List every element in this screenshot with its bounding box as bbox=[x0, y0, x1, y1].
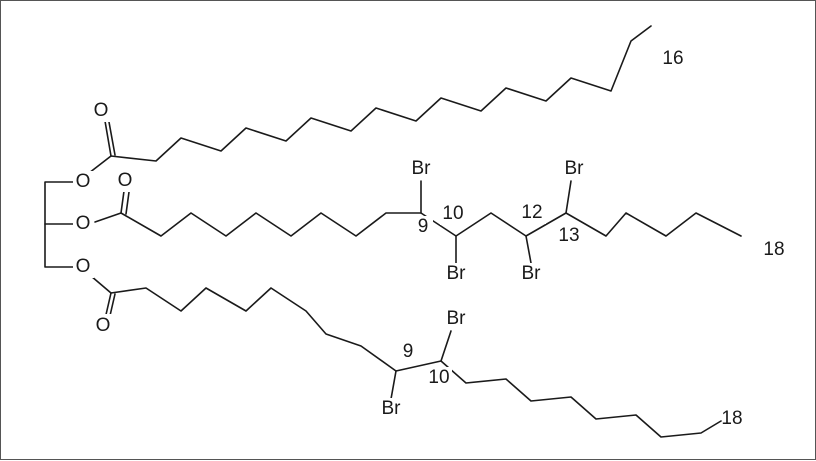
mid-c12-br-bond bbox=[525, 235, 532, 264]
top-ester-group bbox=[88, 120, 116, 174]
bromine-mid-c13: Br bbox=[565, 158, 585, 179]
ester-oxygen-middle: O bbox=[76, 213, 91, 234]
bottom-acyl-chain bbox=[110, 287, 722, 438]
position-13-middle: 13 bbox=[558, 225, 579, 246]
ester-oxygen-top: O bbox=[76, 171, 91, 192]
chain-length-middle: 18 bbox=[763, 239, 784, 260]
chain-length-bottom: 18 bbox=[721, 408, 742, 429]
label-masks bbox=[73, 99, 592, 420]
position-10-middle: 10 bbox=[442, 203, 463, 224]
ester-oxygen-bottom: O bbox=[76, 256, 91, 277]
middle-ester-group bbox=[94, 190, 130, 223]
carbonyl-oxygen-top: O bbox=[94, 100, 109, 121]
carbonyl-oxygen-bottom: O bbox=[96, 315, 111, 336]
bottom-ester-group bbox=[90, 275, 116, 321]
top-acyl-chain bbox=[110, 25, 652, 162]
bromine-mid-c9: Br bbox=[412, 158, 432, 179]
bottom-c10-br-bond bbox=[440, 330, 452, 362]
bromine-bottom-c9: Br bbox=[382, 398, 402, 419]
bromine-bottom-c10: Br bbox=[447, 308, 467, 329]
mid-c13-br-bond bbox=[565, 180, 572, 214]
glycerol-backbone bbox=[44, 181, 84, 268]
chain-length-top: 16 bbox=[662, 48, 683, 69]
bromine-mid-c10: Br bbox=[447, 263, 467, 284]
position-12-middle: 12 bbox=[521, 202, 542, 223]
position-9-bottom: 9 bbox=[403, 341, 414, 362]
carbonyl-oxygen-middle: O bbox=[118, 170, 133, 191]
bromine-mid-c12: Br bbox=[522, 263, 542, 284]
bottom-c9-br-bond bbox=[390, 370, 397, 400]
position-9-middle: 9 bbox=[418, 216, 429, 237]
position-10-bottom: 10 bbox=[428, 367, 449, 388]
